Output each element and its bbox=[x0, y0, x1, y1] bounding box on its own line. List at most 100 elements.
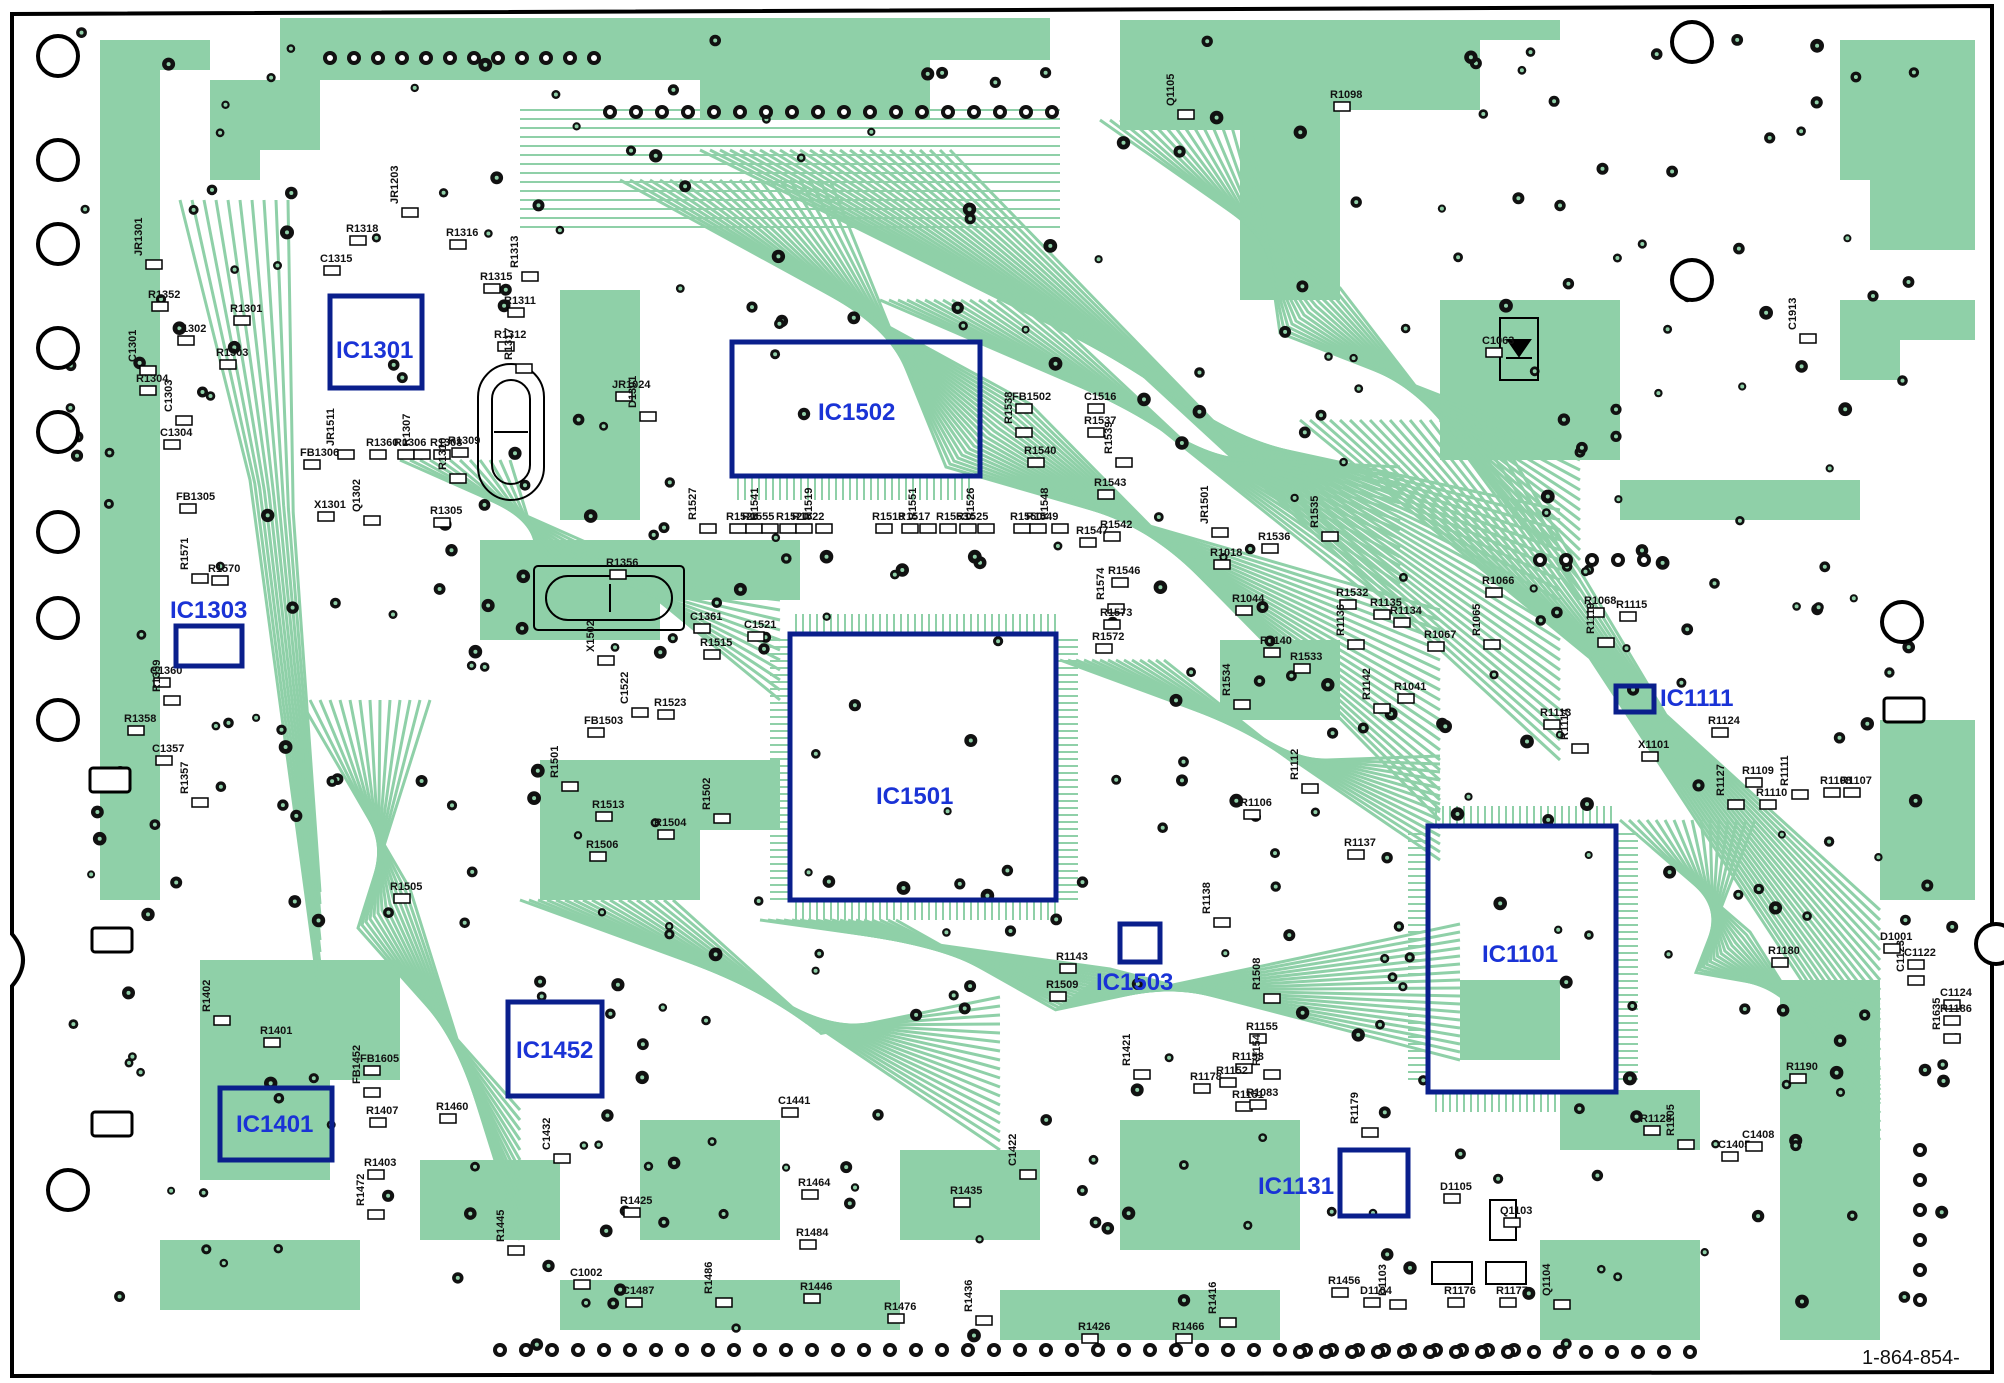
ref-label: R1513 bbox=[592, 799, 624, 811]
ref-label: R1180 bbox=[1768, 945, 1800, 957]
ref-label: C1522 bbox=[619, 672, 631, 704]
ic1501-outline bbox=[787, 631, 1059, 903]
ref-label: R1501 bbox=[549, 746, 561, 778]
ref-label: FB1605 bbox=[360, 1053, 399, 1065]
ic-label: IC1503 bbox=[1096, 969, 1173, 996]
ref-label: R1135 bbox=[1370, 597, 1402, 609]
ref-label: R1573 bbox=[1100, 607, 1132, 619]
transistor-q1103 bbox=[1485, 1261, 1527, 1285]
mounting-holes bbox=[36, 20, 2004, 1212]
ref-label: FB1305 bbox=[176, 491, 215, 503]
ref-label: X1101 bbox=[1638, 739, 1669, 751]
ref-label: R1155 bbox=[1246, 1021, 1278, 1033]
ref-label: R1550 bbox=[1010, 511, 1042, 523]
ic-label: IC1452 bbox=[516, 1037, 593, 1064]
ic1303-outline bbox=[173, 623, 245, 669]
ref-label: C1304 bbox=[160, 427, 193, 439]
ref-label: R1539 bbox=[1103, 422, 1115, 454]
ref-label: R1134 bbox=[1390, 605, 1423, 617]
ref-label: JR1501 bbox=[1199, 485, 1211, 524]
trace-bundles bbox=[178, 109, 1882, 1241]
ref-label: R1119 bbox=[1585, 603, 1597, 634]
ic-label: IC1301 bbox=[336, 337, 413, 364]
ref-label: R1153 bbox=[1232, 1051, 1264, 1063]
ref-label: R1460 bbox=[436, 1101, 468, 1113]
ref-label: C1405 bbox=[1718, 1139, 1750, 1151]
ref-label: R1109 bbox=[1742, 765, 1774, 777]
ref-label: JR1024 bbox=[612, 379, 651, 391]
ic-outlines bbox=[173, 293, 1657, 1219]
ic-label: IC1502 bbox=[818, 399, 895, 426]
ref-label: R1436 bbox=[963, 1280, 975, 1312]
ic1131-outline bbox=[1337, 1147, 1411, 1219]
ref-label: C1422 bbox=[1007, 1134, 1019, 1166]
board-part-number: 1-864-854- bbox=[1862, 1347, 1960, 1369]
ref-label: R1446 bbox=[800, 1281, 832, 1293]
ref-label: C1063 bbox=[1482, 335, 1514, 347]
ref-label: R1114 bbox=[1559, 708, 1571, 740]
ref-label: R1635 bbox=[1931, 998, 1943, 1030]
ref-label: R1553 bbox=[936, 511, 968, 523]
ref-label: R1526 bbox=[965, 488, 977, 520]
ref-label: R1547 bbox=[1076, 525, 1108, 537]
ref-label: R1515 bbox=[700, 637, 732, 649]
ref-label: R1518 bbox=[872, 511, 904, 523]
ref-label: R1041 bbox=[1394, 681, 1426, 693]
ref-label: R1107 bbox=[1840, 775, 1872, 787]
ref-label: R1140 bbox=[1260, 635, 1292, 647]
ref-label: R1543 bbox=[1094, 477, 1126, 489]
reference-designators: R1318JR1203R1316C1315JR1301R1352R1315R13… bbox=[124, 74, 1973, 1344]
ref-label: R1407 bbox=[366, 1105, 398, 1117]
ref-label: C1432 bbox=[541, 1118, 553, 1150]
ref-label: R1018 bbox=[1210, 547, 1242, 559]
ref-label: R1537 bbox=[1084, 415, 1116, 427]
ref-label: C1124 bbox=[1940, 987, 1973, 999]
ref-label: R1111 bbox=[1779, 755, 1791, 786]
ic-label: IC1111 bbox=[1660, 685, 1733, 712]
ref-label: C1913 bbox=[1787, 298, 1799, 330]
ref-label: R1138 bbox=[1201, 882, 1213, 914]
ref-label: R1505 bbox=[390, 881, 422, 893]
ref-label: R1486 bbox=[703, 1262, 715, 1294]
ref-label: C1408 bbox=[1742, 1129, 1774, 1141]
ref-label: R1065 bbox=[1471, 604, 1483, 636]
ref-label: R1360 bbox=[366, 437, 398, 449]
ref-label: R1356 bbox=[606, 557, 638, 569]
ref-label: R1306 bbox=[394, 437, 426, 449]
ref-label: C1303 bbox=[163, 380, 175, 412]
ref-label: R1127 bbox=[1715, 764, 1727, 796]
ref-label: R1142 bbox=[1361, 668, 1373, 700]
ref-label: R1137 bbox=[1344, 837, 1376, 849]
ref-label: R1083 bbox=[1246, 1087, 1278, 1099]
ref-label: R1523 bbox=[654, 697, 686, 709]
ref-label: R1502 bbox=[701, 778, 713, 810]
ref-label: R1176 bbox=[1444, 1285, 1476, 1297]
ref-label: R1484 bbox=[796, 1227, 829, 1239]
ref-label: R1316 bbox=[446, 227, 478, 239]
ref-label: D1103 bbox=[1377, 1264, 1389, 1296]
ref-label: R1520 bbox=[776, 511, 808, 523]
ref-label: Q1103 bbox=[1500, 1205, 1532, 1217]
ic-label: IC1303 bbox=[170, 597, 247, 624]
ref-label: Q1105 bbox=[1165, 74, 1177, 106]
ref-label: R1179 bbox=[1349, 1092, 1361, 1124]
ref-label: R1426 bbox=[1078, 1321, 1110, 1333]
ref-label: R1124 bbox=[1708, 715, 1741, 727]
ref-label: R1403 bbox=[364, 1157, 396, 1169]
ref-label: R1519 bbox=[803, 488, 815, 520]
ref-label: R1525 bbox=[956, 511, 988, 523]
ref-label: R1456 bbox=[1328, 1275, 1360, 1287]
ref-label: R1555 bbox=[742, 511, 774, 523]
ref-label: R1178 bbox=[1190, 1071, 1222, 1083]
ref-label: R1152 bbox=[1216, 1065, 1248, 1077]
ref-label: R1466 bbox=[1172, 1321, 1204, 1333]
ic1301-outline bbox=[327, 293, 425, 391]
ref-label: JR1301 bbox=[133, 217, 145, 256]
ic-labels: IC1301 IC1303 IC1502 IC1501 IC1503 IC145… bbox=[170, 337, 1733, 1200]
ref-label: R1538 bbox=[1003, 392, 1015, 424]
ref-label: D1001 bbox=[1880, 931, 1912, 943]
ref-label: R1106 bbox=[1240, 797, 1272, 809]
ref-label: FB1503 bbox=[584, 715, 623, 727]
ic-label: IC1401 bbox=[236, 1111, 313, 1138]
